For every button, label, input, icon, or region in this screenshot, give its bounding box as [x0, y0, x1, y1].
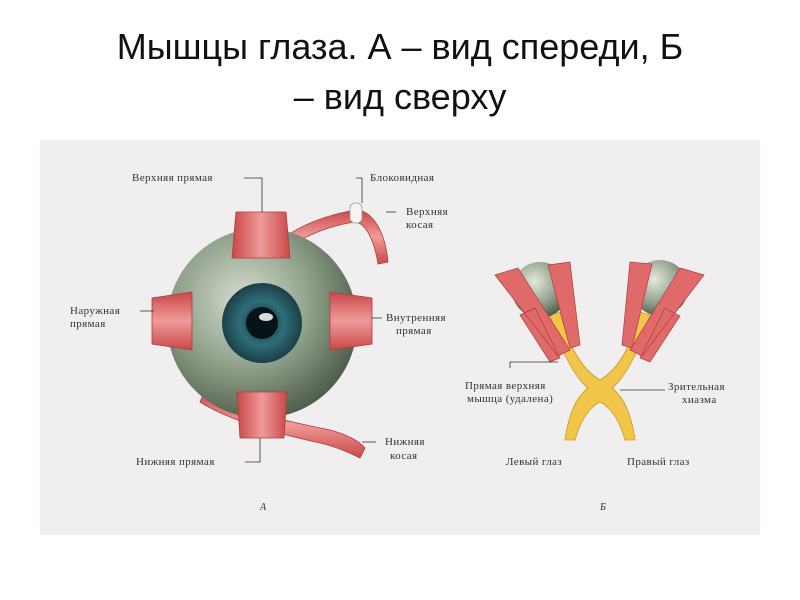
label-superior-oblique-2: косая: [406, 219, 434, 231]
label-chiasm-2: хиазма: [682, 394, 717, 406]
label-right-eye: Правый глаз: [627, 456, 690, 468]
label-lateral-rectus-2: прямая: [70, 318, 106, 330]
label-inferior-oblique-2: косая: [390, 450, 418, 462]
right-eye-muscles: [621, 261, 705, 363]
superior-rectus-muscle: [231, 211, 291, 259]
front-view: Верхняя прямая Блоковидная Верхняя косая…: [70, 172, 448, 513]
label-removed-1: Прямая верхняя: [465, 380, 546, 392]
label-trochlea: Блоковидная: [370, 172, 434, 184]
title-line-2: – вид сверху: [293, 76, 507, 117]
superior-oblique-muscle: [287, 209, 389, 265]
top-view: Прямая верхняя мышца (удалена) Зрительна…: [465, 260, 725, 513]
label-medial-rectus-1: Внутренняя: [386, 312, 446, 324]
eye-muscles-diagram: Верхняя прямая Блоковидная Верхняя косая…: [70, 172, 725, 513]
label-chiasm-1: Зрительная: [668, 381, 725, 393]
label-removed-2: мышца (удалена): [467, 393, 553, 405]
left-eye-muscles: [494, 261, 581, 363]
figure-letter-b: Б: [599, 502, 606, 513]
label-medial-rectus-2: прямая: [396, 325, 432, 337]
title-line-1: Мышцы глаза. А – вид спереди, Б: [116, 26, 684, 67]
label-inferior-rectus: Нижняя прямая: [136, 456, 215, 468]
label-superior-oblique-1: Верхняя: [406, 206, 448, 218]
optic-nerves-chiasm: [549, 311, 651, 441]
front-leader-lines: [140, 177, 396, 463]
medial-rectus-muscle: [329, 291, 373, 351]
pupil: [246, 307, 278, 339]
label-lateral-rectus-1: Наружная: [70, 305, 120, 317]
pupil-highlight: [259, 313, 273, 321]
figure-letter-a: А: [259, 502, 267, 513]
label-superior-rectus: Верхняя прямая: [132, 172, 213, 184]
inferior-rectus-muscle: [236, 391, 288, 439]
slide-title: Мышцы глаза. А – вид спереди, Б – вид св…: [0, 22, 800, 122]
illustration-panel: Верхняя прямая Блоковидная Верхняя косая…: [40, 140, 760, 535]
label-left-eye: Левый глаз: [506, 456, 562, 468]
lateral-rectus-muscle: [151, 291, 193, 351]
top-leader-lines: [509, 361, 665, 391]
trochlea: [349, 202, 363, 224]
label-inferior-oblique-1: Нижняя: [385, 436, 425, 448]
